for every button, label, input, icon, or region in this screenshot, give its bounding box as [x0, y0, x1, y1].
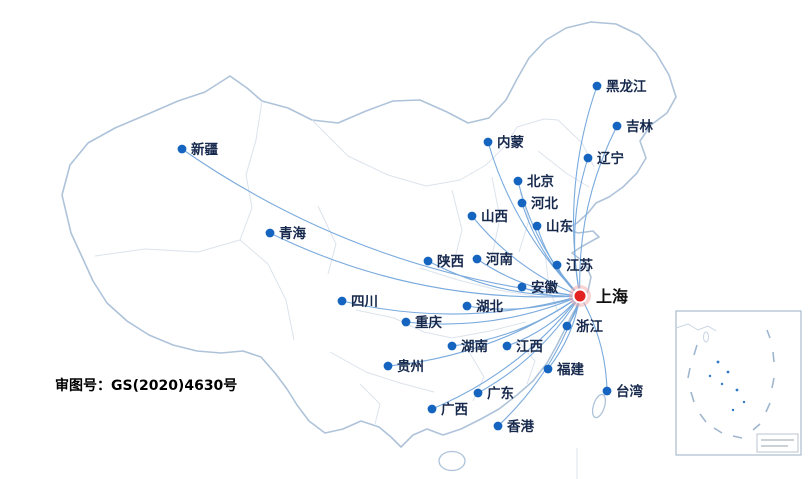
province-boundary — [239, 239, 295, 341]
province-label: 香港 — [506, 418, 535, 435]
province-label: 福建 — [556, 361, 585, 378]
province-dot — [493, 421, 503, 431]
route-lines — [181, 85, 618, 427]
province-boundary — [94, 239, 241, 257]
province-label: 河南 — [486, 251, 513, 268]
province-label: 新疆 — [191, 141, 218, 158]
route-line — [466, 295, 581, 310]
south-china-sea-inset — [675, 310, 802, 456]
inset-nine-dash-line — [687, 329, 775, 439]
province-boundary — [311, 119, 518, 187]
province-dot — [552, 260, 562, 270]
province-dot — [517, 198, 527, 208]
route-line — [497, 295, 581, 427]
hub-label: 上海 — [596, 287, 628, 306]
route-line — [405, 295, 581, 325]
route-line — [579, 295, 608, 392]
province-dot — [265, 228, 275, 238]
inset-taiwan — [703, 331, 709, 343]
route-line — [517, 180, 581, 297]
province-dot — [401, 317, 411, 327]
province-boundary — [317, 205, 337, 275]
province-dot — [513, 176, 523, 186]
province-boundary — [329, 340, 536, 425]
route-line — [574, 157, 589, 297]
province-dot — [467, 211, 477, 221]
province-dot — [602, 386, 612, 396]
route-line — [181, 148, 581, 297]
province-dot — [473, 388, 483, 398]
province-label: 辽宁 — [597, 150, 624, 167]
province-label: 北京 — [527, 173, 554, 190]
province-label: 河北 — [531, 195, 559, 212]
province-label: 重庆 — [415, 314, 442, 331]
province-label: 内蒙 — [497, 134, 525, 151]
route-line — [387, 295, 581, 367]
province-label: 吉林 — [626, 118, 654, 135]
province-label: 陕西 — [437, 253, 464, 270]
route-line — [431, 295, 581, 410]
inset-coastline — [675, 323, 717, 332]
province-dot — [543, 364, 553, 374]
province-label: 黑龙江 — [606, 78, 647, 95]
province-boundary — [239, 100, 263, 241]
province-label: 江苏 — [566, 257, 594, 274]
province-dot — [427, 404, 437, 414]
china-outline — [61, 21, 677, 448]
province-dot — [562, 321, 572, 331]
province-dots — [177, 81, 622, 431]
province-label: 湖北 — [476, 299, 503, 315]
province-dot — [502, 341, 512, 351]
province-label: 浙江 — [576, 318, 604, 335]
taiwan-island — [591, 393, 607, 419]
province-label: 广东 — [487, 385, 515, 402]
province-dot — [592, 81, 602, 91]
province-dot — [337, 296, 347, 306]
route-line — [269, 232, 581, 298]
inset-islands — [708, 360, 746, 412]
province-label: 四川 — [351, 294, 378, 310]
province-dot — [383, 361, 393, 371]
hub-dot — [574, 290, 586, 302]
map-license-number: 审图号：GS(2020)4630号 — [55, 377, 237, 394]
province-dot — [517, 282, 527, 292]
province-boundary — [451, 176, 559, 313]
province-label: 安徽 — [531, 279, 559, 296]
province-label: 山东 — [546, 218, 574, 235]
province-dot — [583, 153, 593, 163]
province-dot — [447, 341, 457, 351]
route-line — [476, 258, 581, 297]
province-dot — [532, 221, 542, 231]
route-line — [477, 295, 581, 394]
province-dot — [483, 137, 493, 147]
hainan-island — [438, 450, 466, 472]
province-label: 台湾 — [616, 383, 644, 400]
province-label: 山西 — [481, 209, 508, 225]
route-line — [579, 125, 618, 297]
province-dot — [472, 254, 482, 264]
province-label: 江西 — [516, 338, 543, 355]
inset-frame — [675, 310, 802, 456]
province-dot — [612, 121, 622, 131]
province-label: 贵州 — [397, 358, 424, 375]
inset-scale-legend — [756, 433, 799, 453]
route-line — [341, 295, 581, 315]
hub-marker: 上海 — [569, 285, 628, 307]
province-dot — [423, 256, 433, 266]
route-line — [471, 215, 581, 297]
province-label: 青海 — [279, 225, 306, 242]
province-dot — [177, 144, 187, 154]
province-label: 广西 — [441, 401, 468, 418]
province-label: 湖南 — [461, 338, 488, 355]
province-dot — [462, 301, 472, 311]
